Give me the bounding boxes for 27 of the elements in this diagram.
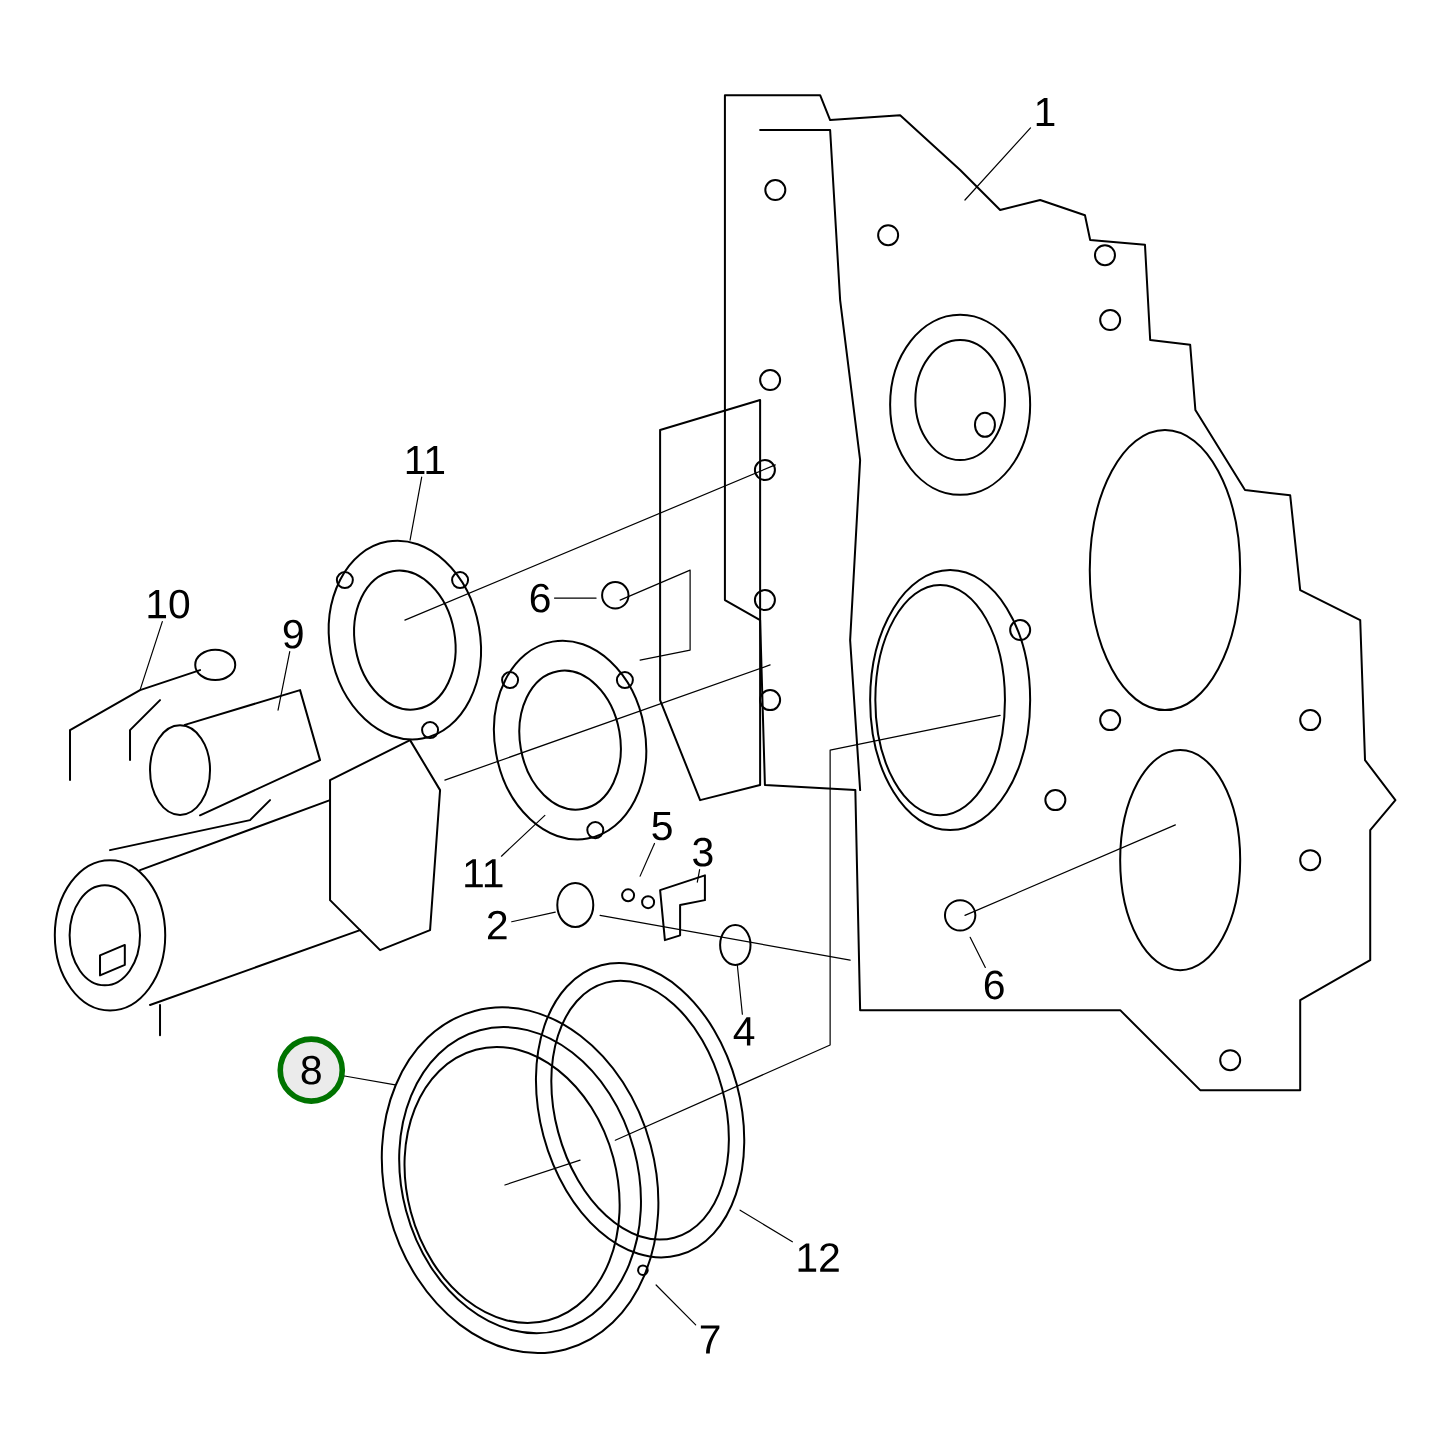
callout-number: 2 (488, 910, 507, 940)
leader-line (736, 964, 743, 1015)
callout-number: 11 (465, 859, 503, 888)
callout-number: 5 (652, 811, 672, 841)
callout-number: 10 (148, 589, 190, 619)
leader-line (639, 842, 656, 877)
callout-number: 6 (530, 583, 550, 613)
leader-line (500, 814, 546, 857)
callout-number: 3 (693, 837, 713, 867)
leader-line (343, 1075, 396, 1086)
leader-line (739, 1209, 793, 1243)
leader-line (139, 621, 163, 691)
callout-number: 7 (700, 1325, 720, 1354)
leader-line (969, 936, 986, 968)
callout-number: 4 (733, 1017, 755, 1046)
leader-line (964, 127, 1032, 201)
leader-line (511, 911, 556, 923)
leader-line (696, 869, 701, 883)
leader-line (553, 597, 597, 599)
leader-line (409, 476, 423, 541)
callout-number: 1 (1036, 98, 1055, 127)
callout-number: 6 (984, 970, 1004, 1000)
callout-number: 11 (406, 446, 445, 475)
leader-line (655, 1284, 697, 1326)
callout-number: 9 (283, 619, 303, 649)
callout-number: 12 (798, 1243, 839, 1272)
leader-line (277, 651, 291, 711)
